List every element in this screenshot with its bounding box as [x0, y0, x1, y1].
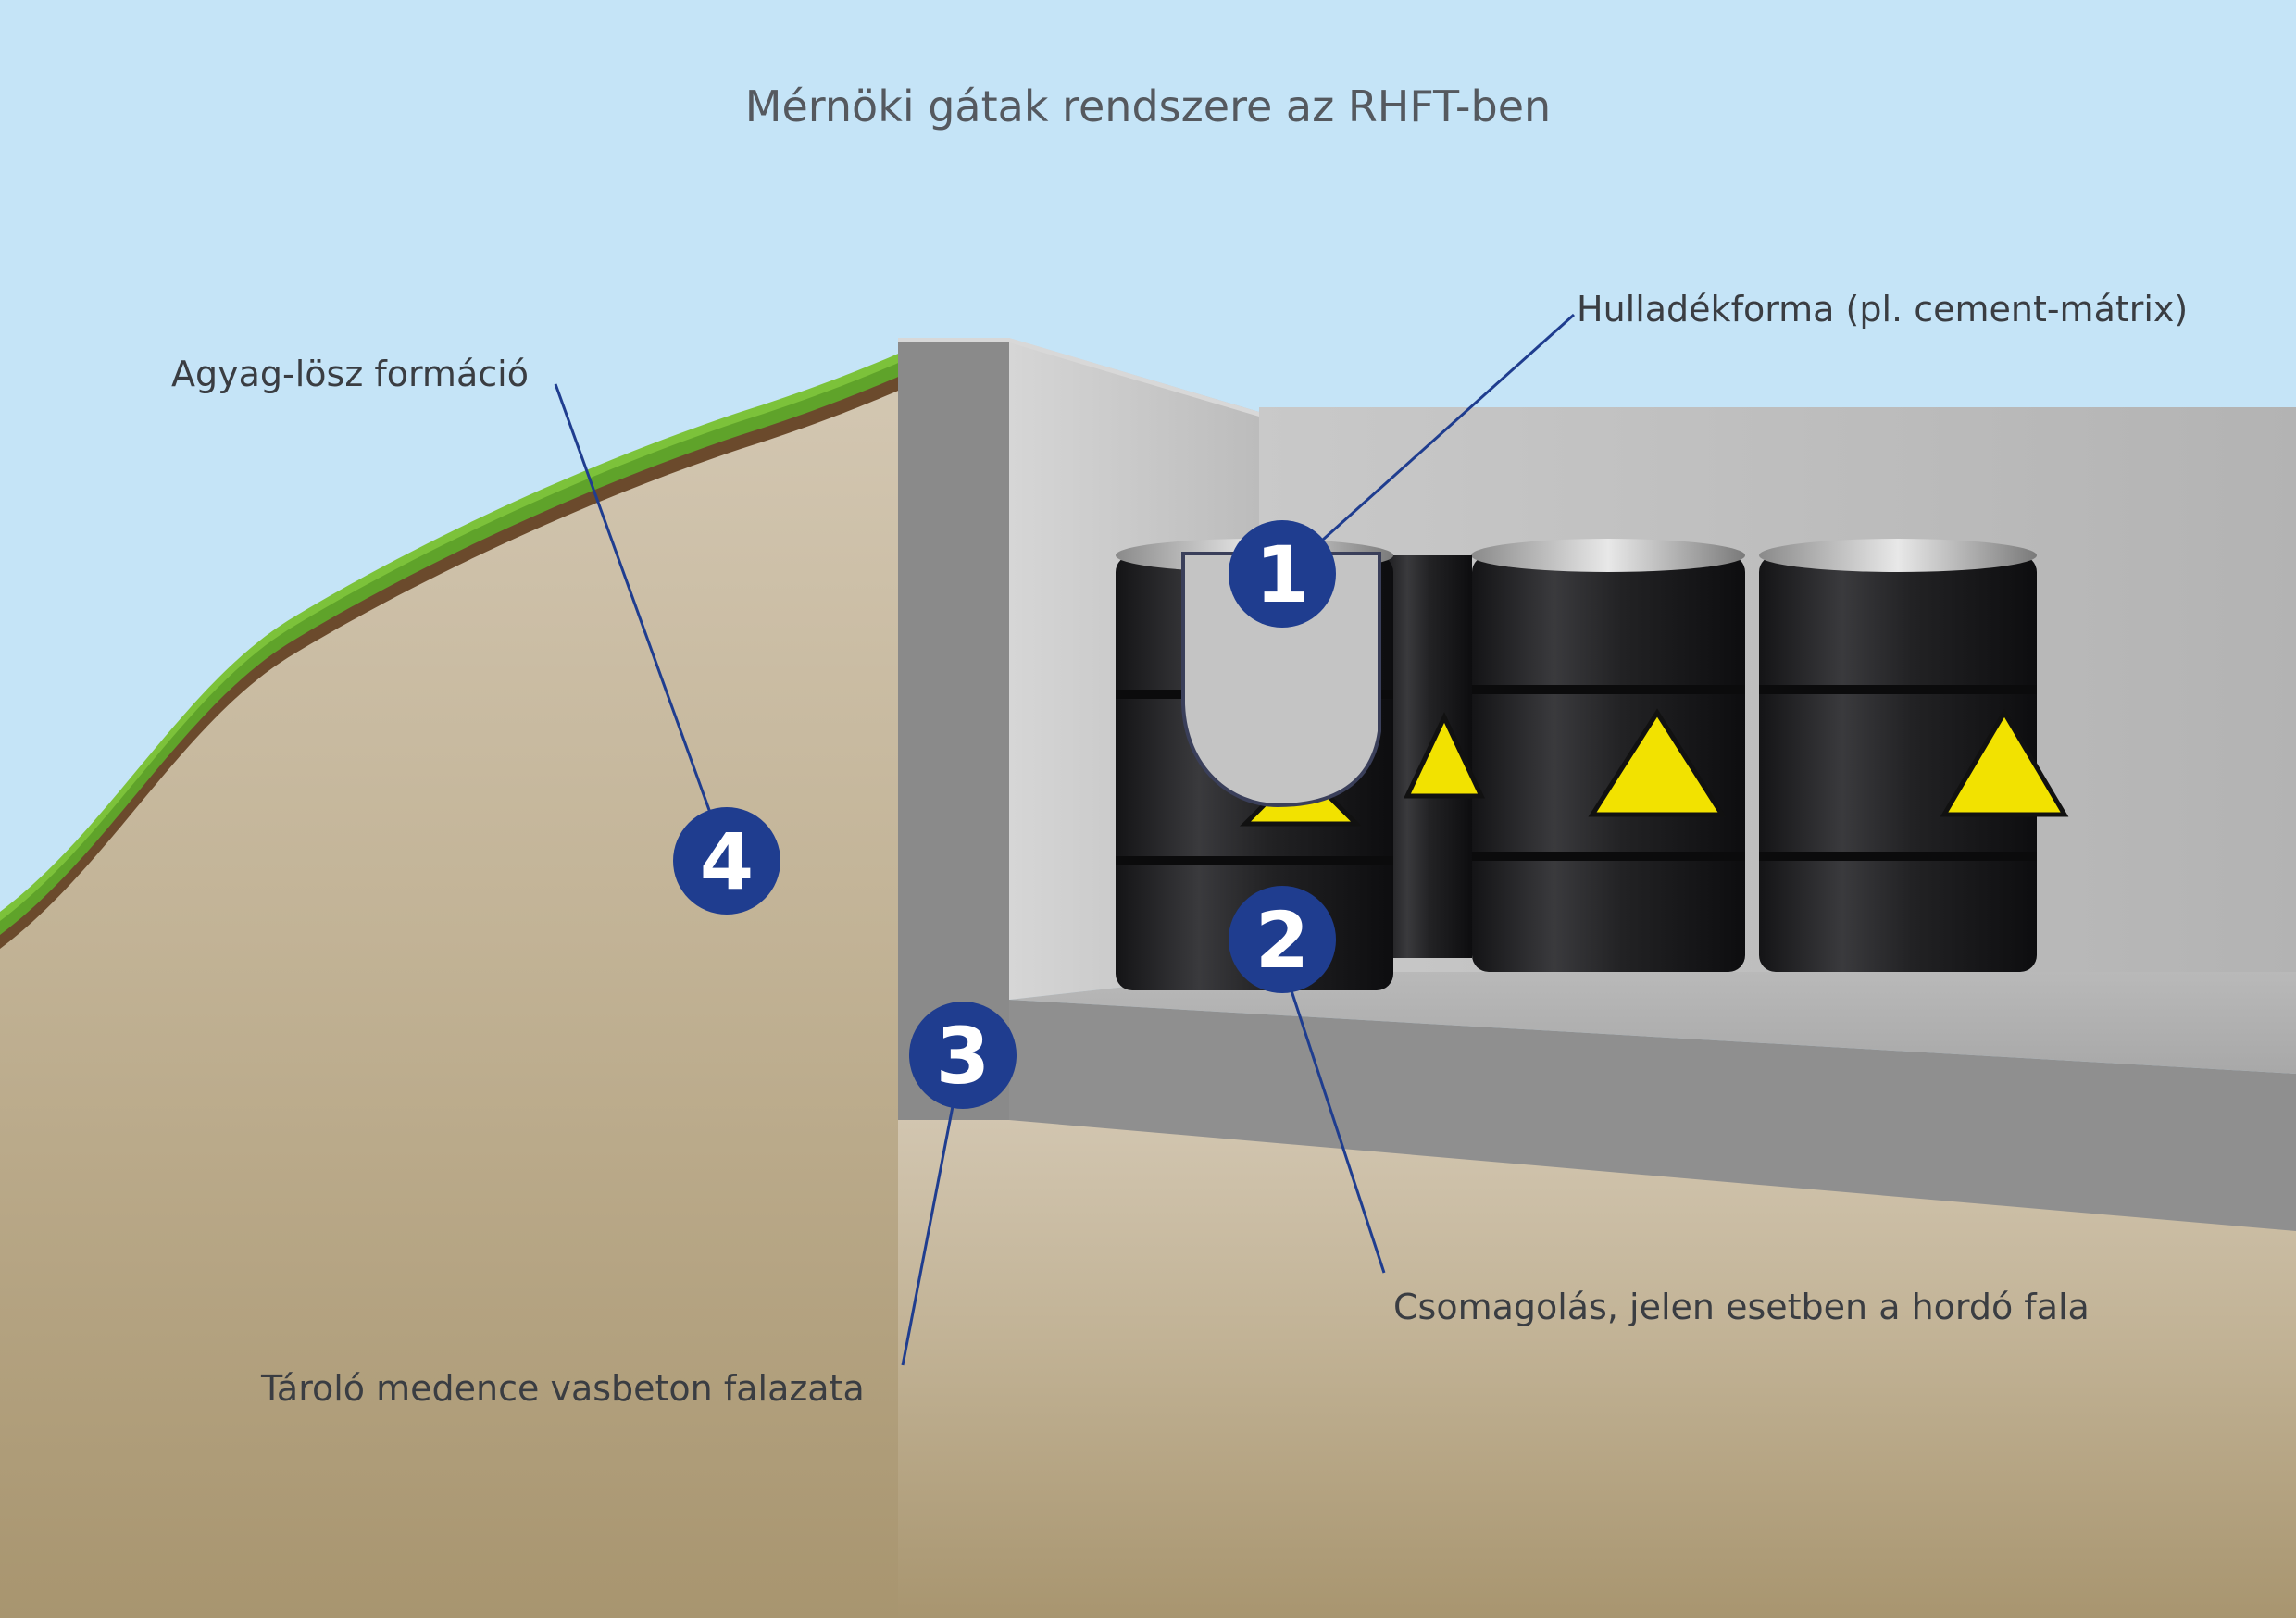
diagram-title: Mérnöki gátak rendszere az RHFT-ben — [744, 81, 1552, 131]
leader-line-4 — [554, 383, 719, 834]
barrel-back — [1379, 555, 1485, 958]
marker-4-number: 4 — [700, 816, 754, 907]
marker-3: 3 — [909, 1002, 1017, 1109]
barrel-1-cutaway — [1116, 539, 1393, 990]
leader-line-1 — [1304, 313, 1576, 557]
cement-matrix — [1181, 552, 1381, 808]
label-4: Agyag-lösz formáció — [171, 354, 529, 394]
leader-line-3 — [901, 1101, 955, 1366]
marker-2-number: 2 — [1255, 895, 1309, 986]
marker-1: 1 — [1229, 520, 1336, 628]
label-2: Csomagolás, jelen esetben a hordó fala — [1393, 1287, 2090, 1327]
marker-3-number: 3 — [936, 1011, 990, 1101]
barrel-3 — [1759, 539, 2069, 972]
label-1: Hulladékforma (pl. cement-mátrix) — [1577, 289, 2189, 330]
marker-1-number: 1 — [1255, 529, 1309, 620]
barrel-2 — [1471, 539, 1745, 972]
pool-floor-front — [1009, 1000, 2296, 1231]
pool-floor — [1009, 972, 2296, 1074]
marker-2: 2 — [1229, 886, 1336, 993]
leader-line-2 — [1280, 962, 1386, 1274]
pool-wall-front — [898, 342, 1009, 1120]
marker-4: 4 — [673, 807, 780, 915]
leader-lines — [554, 313, 1576, 1366]
label-3: Tároló medence vasbeton falazata — [261, 1368, 865, 1409]
